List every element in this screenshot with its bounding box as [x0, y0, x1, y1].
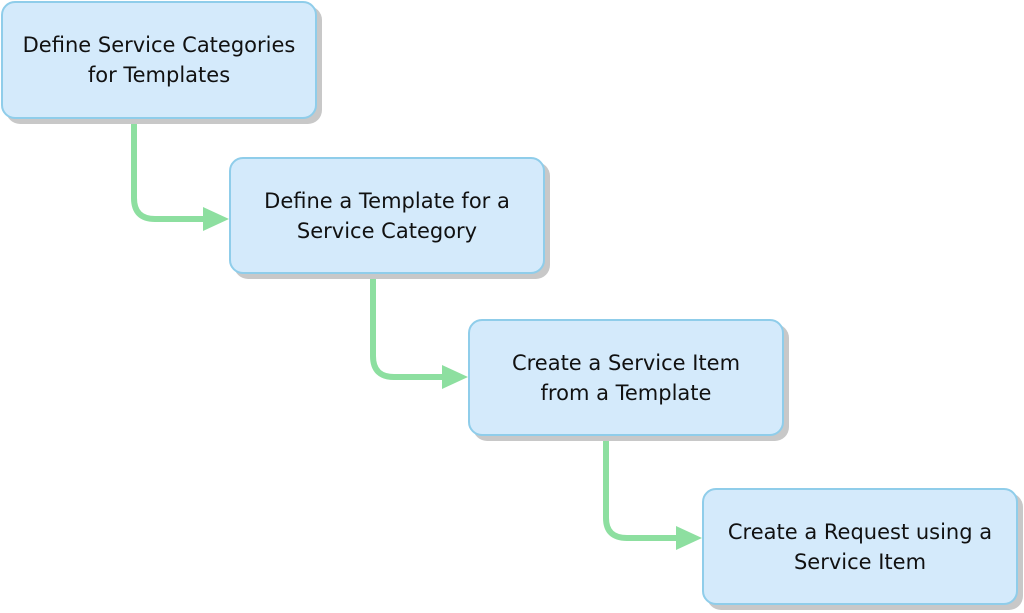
arrowhead-3	[676, 526, 702, 550]
step-label: Create a Service Item from a Template	[511, 350, 741, 405]
arrowhead-2	[442, 365, 468, 389]
step-label: Define Service Categories for Templates	[22, 33, 296, 87]
step-label: Define a Template for a Service Category	[264, 188, 510, 243]
step-define-service-categories: Define Service Categories for Templates	[1, 1, 317, 119]
step-create-service-item: Create a Service Item from a Template	[468, 319, 784, 436]
arrowhead-1	[203, 207, 229, 231]
step-create-request: Create a Request using a Service Item	[702, 488, 1018, 605]
step-define-template: Define a Template for a Service Category	[229, 157, 545, 274]
step-label: Create a Request using a Service Item	[727, 519, 993, 574]
connector-2-to-3	[370, 276, 444, 380]
connector-3-to-4	[603, 438, 678, 541]
connector-1-to-2	[131, 121, 206, 222]
